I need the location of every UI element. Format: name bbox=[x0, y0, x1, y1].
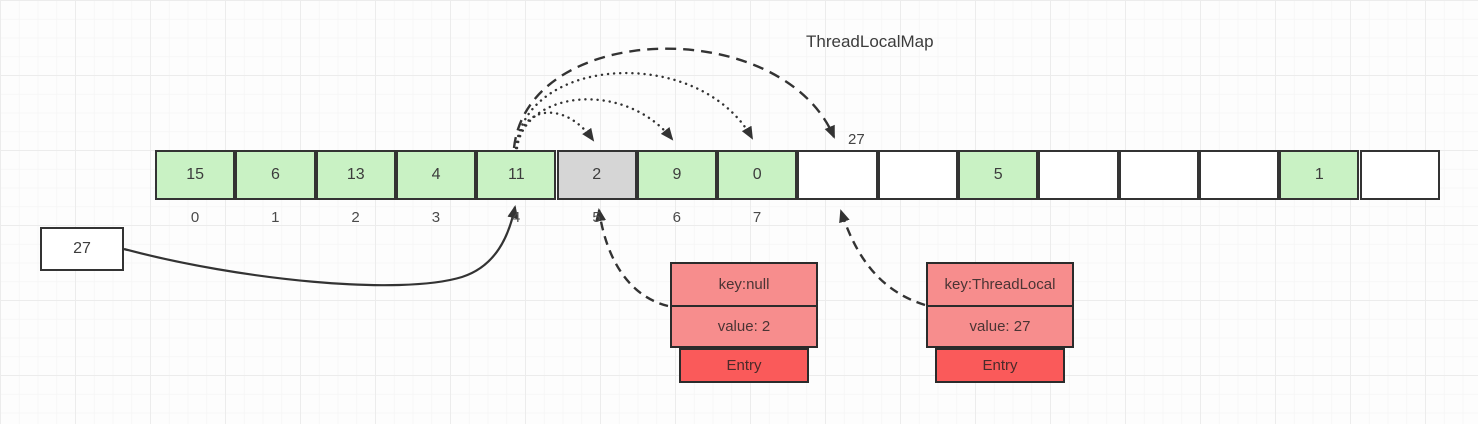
probe-arc-3 bbox=[514, 72, 754, 150]
array-index-label-4: 4 bbox=[512, 209, 521, 226]
array-cell-14: 1 bbox=[1279, 150, 1360, 200]
array-cell-6: 9 bbox=[636, 150, 718, 200]
array-cell-2: 13 bbox=[315, 150, 396, 200]
array-cell-3: 4 bbox=[395, 150, 477, 200]
entry-footer-label: Entry bbox=[935, 348, 1065, 383]
array-cell-8 bbox=[797, 150, 878, 200]
entry-value-label: value: 27 bbox=[926, 305, 1074, 348]
entry-footer-label: Entry bbox=[679, 348, 809, 383]
array-cell-13 bbox=[1198, 150, 1280, 200]
array-index-label-7: 7 bbox=[752, 209, 762, 226]
array-index-label-6: 6 bbox=[672, 209, 681, 226]
entry-key-label: key:null bbox=[670, 262, 818, 307]
array-cell-4: 11 bbox=[476, 150, 557, 200]
entry-threadlocal-arrow bbox=[839, 209, 926, 307]
array-cell-0: 15 bbox=[155, 150, 236, 200]
entry-key-label: key:ThreadLocal bbox=[926, 262, 1074, 307]
incoming-value-box: 27 bbox=[40, 227, 124, 271]
array-index-label-5: 5 bbox=[592, 209, 601, 226]
array-cell-7: 0 bbox=[717, 150, 798, 200]
array-index-label-2: 2 bbox=[351, 209, 360, 226]
probe-arc-1 bbox=[515, 111, 595, 150]
array-index-label-1: 1 bbox=[271, 209, 280, 226]
array-cell-10: 5 bbox=[958, 150, 1039, 200]
diagram-title: ThreadLocalMap bbox=[806, 32, 934, 51]
incoming-value-label: 27 bbox=[73, 240, 91, 257]
rehash-arc bbox=[512, 47, 836, 149]
entry-null-box: key:null value: 2 Entry bbox=[670, 262, 818, 383]
probe-arc-2 bbox=[515, 98, 674, 150]
rehash-target-label: 27 bbox=[848, 131, 865, 148]
array-cell-9 bbox=[877, 150, 958, 200]
array-index-label-0: 0 bbox=[190, 209, 200, 226]
array-cell-5: 2 bbox=[556, 150, 637, 200]
entry-threadlocal-box: key:ThreadLocal value: 27 Entry bbox=[926, 262, 1074, 383]
array-cell-11 bbox=[1038, 150, 1119, 200]
array-cell-12 bbox=[1118, 150, 1199, 200]
array-cell-15 bbox=[1359, 150, 1440, 200]
array-index-label-3: 3 bbox=[431, 209, 441, 226]
entry-value-label: value: 2 bbox=[670, 305, 818, 348]
array-cell-1: 6 bbox=[235, 150, 316, 200]
